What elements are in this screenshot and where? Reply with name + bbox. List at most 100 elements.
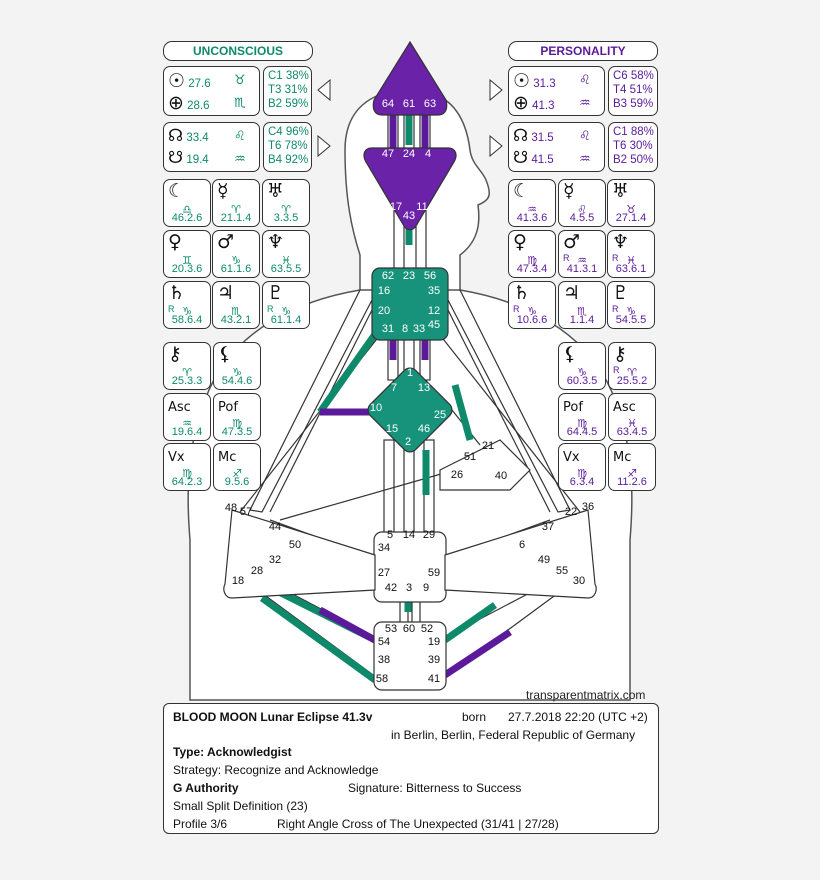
born-label: born [462, 710, 487, 724]
retrograde-mark: R [612, 253, 619, 263]
left-planet-box: ♅♈3.3.5 [262, 179, 310, 227]
born-value: 27.7.2018 22:20 (UTC +2) [508, 710, 648, 724]
planet-icon: ♅ [612, 180, 630, 202]
gate-label-35: 35 [428, 285, 440, 297]
planet-icon: Pof [563, 400, 583, 415]
gate-line-value: 46.2.6 [171, 212, 203, 224]
right-snode-value: 41.5 [531, 154, 554, 166]
left-sun-sign: ♉ [234, 72, 246, 87]
left-nodevar-3: B4 92% [268, 154, 309, 166]
left-sun-earth: ☉ 27.6 ♉ ⊕ 28.6 ♏ [163, 66, 260, 116]
right-planet-box: ⚸♑60.3.5 [558, 342, 606, 390]
gate-line-value: 64.2.3 [171, 476, 203, 488]
north-node-icon: ☊ [513, 126, 529, 145]
planet-icon: ♄ [168, 282, 186, 304]
zodiac-sign-icon: ♓ [281, 254, 291, 267]
planet-icon: ♇ [267, 282, 285, 304]
right-nodes: ☊ 31.5 ♌ ☋ 41.5 ♒ [508, 122, 605, 172]
south-node-icon: ☋ [168, 148, 184, 167]
zodiac-sign-icon: ♏ [577, 305, 587, 318]
left-planet-box: ♀♊20.3.6 [163, 230, 211, 278]
planet-icon: ♀ [513, 231, 527, 253]
g-center [367, 367, 453, 453]
gate-line-value: 41.3.1 [566, 263, 598, 275]
gate-label-36: 36 [582, 501, 594, 513]
zodiac-sign-icon: ♌ [577, 203, 587, 216]
gate-line-value: 27.1.4 [615, 212, 647, 224]
right-sun-variables: C6 58% T4 51% B3 59% [608, 66, 658, 116]
right-planet-box: ♆R♓63.6.1 [607, 230, 655, 278]
left-nnode-sign: ♌ [234, 128, 246, 143]
gate-line-value: 54.5.5 [615, 314, 647, 326]
gate-label-38: 38 [378, 654, 390, 666]
zodiac-sign-icon: ♑ [626, 305, 636, 318]
planet-icon: Vx [563, 450, 580, 465]
spleen-center [223, 509, 376, 599]
left-nodevar-1: C4 96% [268, 126, 309, 138]
left-planet-box: ☾♎46.2.6 [163, 179, 211, 227]
right-sunvar-2: T4 51% [613, 84, 653, 96]
north-node-icon: ☊ [168, 126, 184, 145]
gate-label-8: 8 [402, 323, 408, 335]
left-snode-value: 19.4 [186, 154, 209, 166]
gate-label-64: 64 [382, 98, 394, 110]
zodiac-sign-icon: ♍ [577, 467, 587, 480]
planet-icon: ⚷ [613, 343, 627, 365]
left-planet-box: ♂♑61.1.6 [212, 230, 260, 278]
right-sun-value: 31.3 [533, 78, 556, 90]
zodiac-sign-icon: ♑ [231, 254, 241, 267]
right-sun-earth: ☉ 31.3 ♌ ⊕ 41.3 ♒ [508, 66, 605, 116]
south-node-icon: ☋ [513, 148, 529, 167]
earth-icon: ⊕ [168, 93, 184, 114]
gate-label-27: 27 [378, 567, 390, 579]
personality-header: PERSONALITY [508, 41, 658, 61]
right-nodevar-3: B2 50% [613, 154, 654, 166]
gate-line-value: 54.4.6 [221, 375, 253, 387]
gate-label-12: 12 [428, 305, 440, 317]
left-planet-box: ♆♓63.5.5 [262, 230, 310, 278]
right-planet-box: Asc♓63.4.5 [608, 393, 656, 441]
right-sunvar-3: B3 59% [613, 98, 654, 110]
gate-label-7: 7 [391, 382, 397, 394]
gate-label-24: 24 [403, 148, 415, 160]
gate-label-57: 57 [240, 506, 252, 518]
retrograde-mark: R [513, 304, 520, 314]
gate-label-32: 32 [269, 554, 281, 566]
gate-label-4: 4 [425, 148, 431, 160]
gate-label-19: 19 [428, 636, 440, 648]
planet-icon: ☿ [217, 180, 229, 202]
gate-label-54: 54 [378, 636, 390, 648]
planet-icon: Vx [168, 450, 185, 465]
planet-icon: Mc [613, 450, 632, 465]
gate-line-value: 4.5.5 [569, 212, 595, 224]
planet-icon: ♄ [513, 282, 531, 304]
planet-icon: ♃ [217, 282, 235, 304]
right-planet-box: ♂R♒41.3.1 [558, 230, 606, 278]
planet-icon: ☾ [513, 180, 531, 202]
gate-label-47: 47 [382, 148, 394, 160]
left-nodevar-2: T6 78% [268, 140, 308, 152]
zodiac-sign-icon: ♏ [231, 305, 241, 318]
right-sunvar-1: C6 58% [613, 70, 654, 82]
retrograde-mark: R [168, 304, 175, 314]
left-planet-box: Pof♍47.3.5 [213, 393, 261, 441]
right-planet-box: Vx♍6.3.4 [558, 443, 606, 491]
retrograde-mark: R [613, 365, 620, 375]
unconscious-header: UNCONSCIOUS [163, 41, 313, 61]
left-sun-variables: C1 38% T3 31% B2 59% [263, 66, 312, 116]
gate-label-52: 52 [421, 623, 433, 635]
right-nnode-sign: ♌ [579, 128, 591, 143]
gate-label-20: 20 [378, 305, 390, 317]
right-planet-box: ♇R♑54.5.5 [607, 281, 655, 329]
authority-text: G Authority [173, 781, 239, 795]
strategy-text: Strategy: Recognize and Acknowledge [173, 763, 379, 777]
left-planet-box: ♇R♑61.1.4 [262, 281, 310, 329]
gate-line-value: 47.3.5 [221, 426, 253, 438]
right-planet-box: ♃♏1.1.4 [558, 281, 606, 329]
left-sunvar-2: T3 31% [268, 84, 308, 96]
gate-line-value: 10.6.6 [516, 314, 548, 326]
left-earth-sign: ♏ [234, 95, 246, 110]
gate-line-value: 41.3.6 [516, 212, 548, 224]
